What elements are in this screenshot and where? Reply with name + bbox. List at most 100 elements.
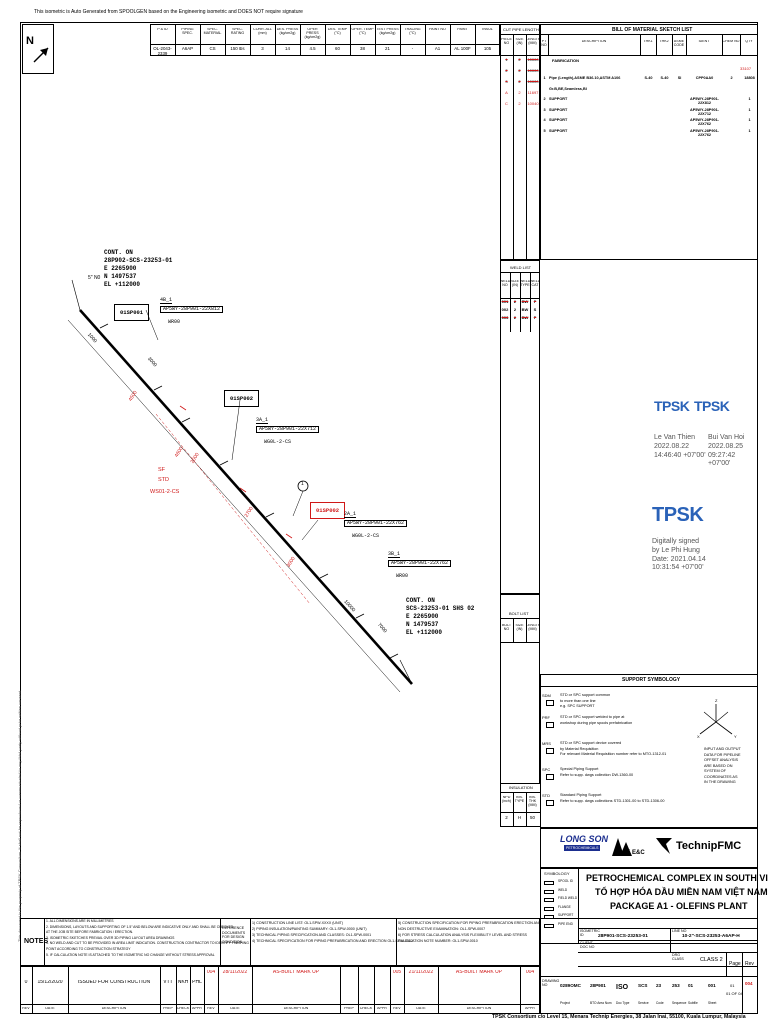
drawing-cap: BTO Area Num bbox=[590, 1001, 612, 1005]
bom-cell-desc: SUPPORT bbox=[549, 107, 568, 112]
symbology-line: workshop during pipe spools prefabricati… bbox=[560, 720, 633, 725]
note-middle-line: 2) PIPING INSULATION/PAINTING SUMMARY: O… bbox=[252, 927, 367, 931]
coord-note-line: ARE BASED ON bbox=[704, 763, 733, 768]
header-col-value: CS bbox=[209, 47, 216, 51]
drawing-part: 253 bbox=[672, 983, 680, 988]
rev-col-caption: APPR bbox=[377, 1007, 387, 1010]
bom-col-label: PT NO bbox=[541, 40, 547, 47]
bom-cell-pt: 2 bbox=[543, 97, 546, 101]
longson-logo-sub: PETROCHEMICALS bbox=[564, 845, 601, 851]
red-label-ws: WS01-2-CS bbox=[150, 489, 180, 495]
conn-bot-line: CONT. ON bbox=[406, 597, 435, 604]
project-title-3: PACKAGE A1 - OLEFINS PLANT bbox=[610, 901, 748, 911]
signature-2: Bui Van Hoi 2022.08.25 09:27:42 +07'00' bbox=[708, 434, 744, 469]
support-sub: WG0L-2-CS bbox=[264, 439, 292, 445]
markup2-rev: 005 bbox=[392, 970, 402, 975]
cut-pipe-length: 10000 bbox=[527, 58, 539, 62]
bom-col-label: DESCRIPTION bbox=[581, 40, 607, 43]
weld-divider bbox=[520, 272, 521, 332]
header-col-value: 105 bbox=[483, 47, 492, 51]
weld-cell-type: BW bbox=[521, 308, 529, 312]
symbology-line: e.g. SPC SUPPORT bbox=[560, 704, 595, 708]
cut-pipe-table bbox=[500, 24, 540, 260]
spool-label: 01SP002 bbox=[230, 395, 254, 402]
longson-logo: LONG SON PETROCHEMICALS bbox=[560, 834, 608, 856]
markup2-desc: AS-BUILT MARK UP bbox=[455, 970, 503, 975]
signature-3: Digitally signed by Le Phi Hung Date: 20… bbox=[652, 538, 706, 573]
sig1-time: 14:46:40 +07'00' bbox=[654, 451, 706, 459]
header-col-value: 14 bbox=[285, 47, 290, 51]
weld-cell-no: 001 bbox=[501, 300, 509, 304]
header-col-value: A6AP bbox=[181, 47, 194, 51]
rev-no: 0 bbox=[24, 980, 28, 985]
bom-divider bbox=[722, 34, 723, 55]
rev-col-caption: REV bbox=[207, 1007, 215, 1010]
sym-legend-label: PIPE END bbox=[558, 921, 573, 926]
weld-cell-type: BW bbox=[521, 316, 529, 320]
weld-divider bbox=[510, 272, 511, 332]
sym-legend-label: FLANGE bbox=[558, 904, 571, 909]
bom-divider bbox=[640, 34, 641, 55]
bom-category: FABRICATION bbox=[552, 58, 580, 63]
cut-pipe-length: 10000 bbox=[527, 69, 539, 73]
rev-col-line bbox=[404, 966, 405, 1014]
symbology-line: Standard Piping Support bbox=[560, 793, 602, 797]
sym-legend-icon bbox=[544, 906, 554, 911]
cut-pipe-size: 2 bbox=[518, 58, 521, 62]
rev-row-line bbox=[20, 1004, 540, 1005]
header-col-value: 3 bbox=[261, 47, 264, 51]
weld-list-table bbox=[500, 260, 540, 594]
near-w-label: 5" N0 bbox=[88, 275, 101, 281]
bom-cell-qty: 1 bbox=[748, 118, 751, 122]
symbology-label: SYMBOLOGY bbox=[544, 871, 570, 876]
cut-pipe-length: 11697 bbox=[527, 91, 539, 95]
rev-col-caption: PREP bbox=[344, 1007, 354, 1010]
drawing-cap: Doc Type bbox=[616, 1001, 630, 1005]
rev-col-caption: DATE bbox=[45, 1007, 55, 1010]
cut-pipe-divider bbox=[526, 34, 527, 260]
coord-note-line: DATA FOR PIPELINE bbox=[704, 752, 741, 757]
coord-note-line: SYSTEM OF bbox=[704, 769, 726, 773]
cut-pipe-piece: C bbox=[505, 102, 508, 106]
markup1-date: 28/11/2022 bbox=[222, 970, 248, 975]
bom-divider bbox=[686, 34, 687, 55]
isometric-drawing bbox=[67, 279, 413, 693]
signature-1: Le Van Thien 2022.08.22 14:46:40 +07'00' bbox=[654, 434, 706, 460]
cut-pipe-piece: 2 bbox=[505, 69, 508, 73]
bolt-divider bbox=[526, 618, 527, 642]
bom-divider bbox=[740, 34, 741, 55]
rev-col-line bbox=[390, 966, 391, 1014]
isometric-id: 28P901-SCS-23253-01 bbox=[598, 934, 648, 939]
rev-col-caption: DESCRIPTION bbox=[283, 1007, 309, 1010]
drawing-part: ISO bbox=[616, 984, 629, 991]
coord-note-line: IN THE DRAWING bbox=[704, 780, 736, 784]
drawing-part: 28P901 bbox=[590, 983, 606, 988]
symbology-line: STD or SPC support common bbox=[560, 693, 611, 697]
line-label: LINE NO bbox=[672, 929, 687, 933]
rev-col-caption: REV bbox=[22, 1007, 30, 1010]
doc-info-row bbox=[578, 952, 758, 953]
doc-info-row bbox=[540, 976, 758, 977]
weld-cell-no: 003 bbox=[501, 316, 509, 320]
sig3-line4: 10:31:54 +07'00' bbox=[652, 564, 704, 572]
doc-info-row bbox=[578, 928, 758, 929]
header-col-value: 4.5 bbox=[309, 47, 316, 51]
drawing-part: 001 bbox=[708, 983, 716, 988]
rev-col-caption: REV bbox=[393, 1007, 401, 1010]
bom-title: BILL OF MATERIAL SKETCH LIST bbox=[612, 27, 693, 33]
project-title-2: TỔ HỢP HÓA DẦU MIỀN NAM VIỆT NAM bbox=[595, 887, 768, 897]
symbology-line: Refer to supp. dwgs collections STD-1301… bbox=[560, 798, 665, 803]
rev-col-line bbox=[218, 966, 219, 1014]
header-col-label: DES. PRESS (kg/cm2g) bbox=[276, 28, 299, 35]
sig1-date: 2022.08.22 bbox=[654, 442, 690, 450]
rev-col-caption: CHECK bbox=[176, 1007, 190, 1010]
conn-top-line: EL +112000 bbox=[104, 281, 141, 288]
bom-cell-qty: 18808 bbox=[744, 76, 755, 80]
insul-value: H bbox=[517, 816, 522, 820]
bom-divider bbox=[672, 34, 673, 55]
rev-col-caption: DESCRIPTION bbox=[466, 1007, 492, 1010]
bom-cell-desc: SUPPORT bbox=[549, 118, 568, 122]
page-label: Page bbox=[729, 961, 741, 967]
note-middle-line: 3) TECHNICAL PIPING SPECIFICATION AND CL… bbox=[252, 933, 372, 937]
bom-col-label: QTY bbox=[745, 40, 753, 43]
